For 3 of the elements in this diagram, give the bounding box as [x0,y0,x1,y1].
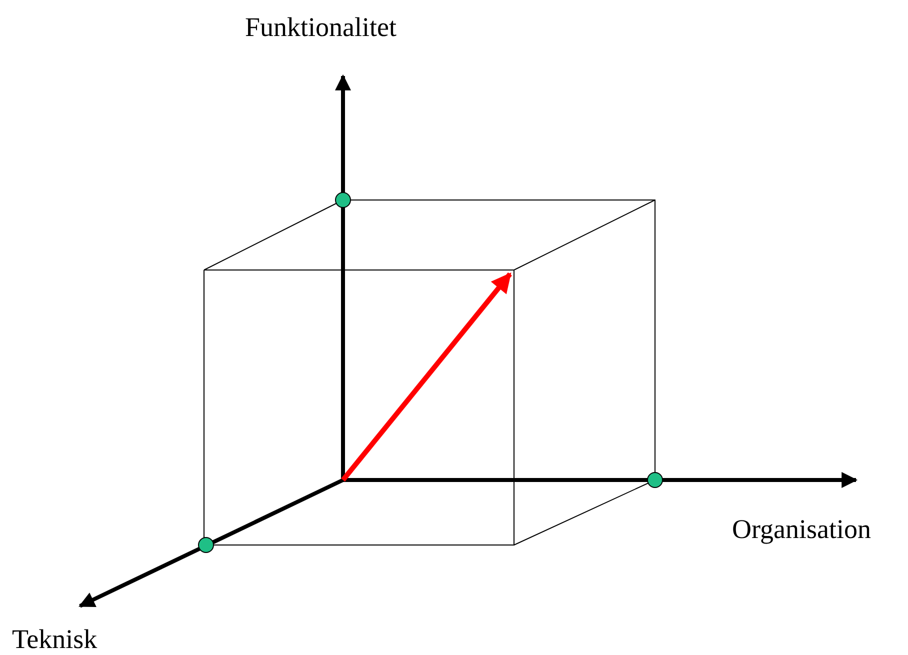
axis-label: Organisation [732,516,871,543]
axis-label: Teknisk [12,626,98,653]
axis-label: Funktionalitet [245,14,396,41]
